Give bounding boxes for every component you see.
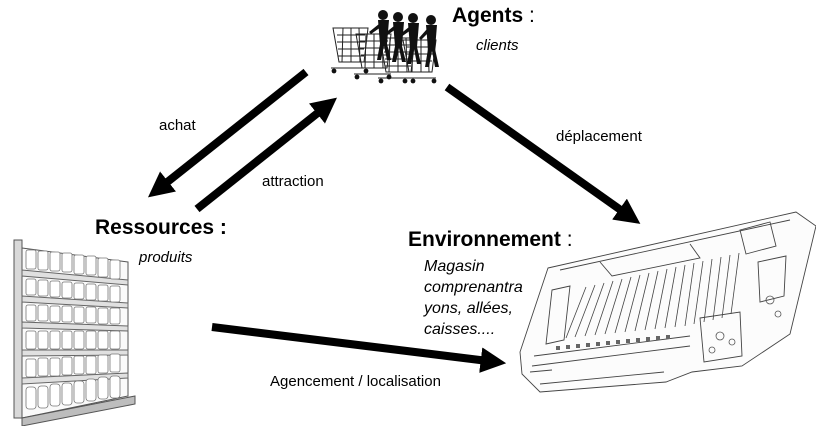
ressources-subtitle: produits	[139, 249, 193, 266]
ressources-title: Ressources :	[95, 216, 227, 240]
environnement-title: Environnement :	[408, 228, 573, 252]
arrow-achat	[147, 68, 309, 198]
agents-subtitle: clients	[476, 37, 519, 54]
arrow-attraction	[194, 97, 338, 213]
ressources-label: Ressources	[95, 216, 215, 239]
environnement-description: Magasin comprenantra yons, allées, caiss…	[424, 258, 523, 338]
ressources-colon: :	[214, 216, 227, 239]
agents-label: Agents	[452, 4, 524, 27]
arrow-deplacement	[444, 83, 641, 224]
agents-title: Agents :	[452, 4, 535, 28]
environnement-label: Environnement	[408, 228, 561, 251]
edge-label-achat: achat	[159, 117, 196, 134]
environnement-colon: :	[560, 228, 573, 251]
agents-colon: :	[523, 4, 535, 27]
edge-label-attraction: attraction	[262, 173, 324, 190]
edge-label-deplacement: déplacement	[556, 128, 642, 145]
edge-label-agencement: Agencement / localisation	[270, 373, 441, 390]
arrow-agencement	[211, 323, 507, 373]
